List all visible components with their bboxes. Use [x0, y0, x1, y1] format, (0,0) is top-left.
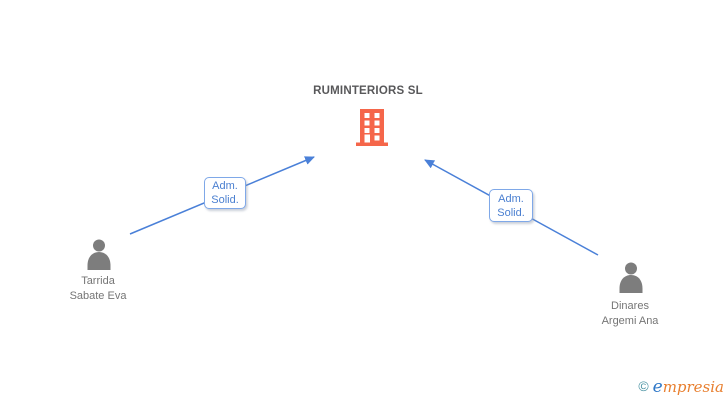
- empresia-logo[interactable]: © empresia: [638, 377, 724, 397]
- logo-text: mpresia: [662, 378, 724, 396]
- logo-letter-e: e: [652, 377, 663, 397]
- company-name[interactable]: RUMINTERIORS SL: [313, 85, 423, 97]
- relation-label-line: Solid.: [211, 194, 239, 206]
- person-name-tarrida[interactable]: Tarrida Sabate Eva: [33, 274, 163, 304]
- person-name-line: Sabate Eva: [69, 290, 127, 302]
- person-name-dinares[interactable]: Dinares Argemi Ana: [565, 299, 695, 329]
- person-name-line: Tarrida: [81, 275, 115, 287]
- relation-label-line: Adm.: [498, 192, 524, 205]
- person-icon-tarrida[interactable]: [85, 239, 113, 270]
- building-icon[interactable]: [355, 106, 389, 146]
- person-icon-dinares[interactable]: [617, 262, 645, 293]
- relation-label-right: Adm. Solid.: [489, 189, 533, 222]
- copyright-icon: ©: [638, 378, 653, 394]
- person-name-line: Argemi Ana: [601, 315, 659, 327]
- person-name-line: Dinares: [611, 300, 649, 312]
- relation-label-line: Solid.: [497, 206, 525, 219]
- relation-label-line: Adm.: [212, 180, 238, 192]
- relation-label-left: Adm. Solid.: [204, 177, 246, 209]
